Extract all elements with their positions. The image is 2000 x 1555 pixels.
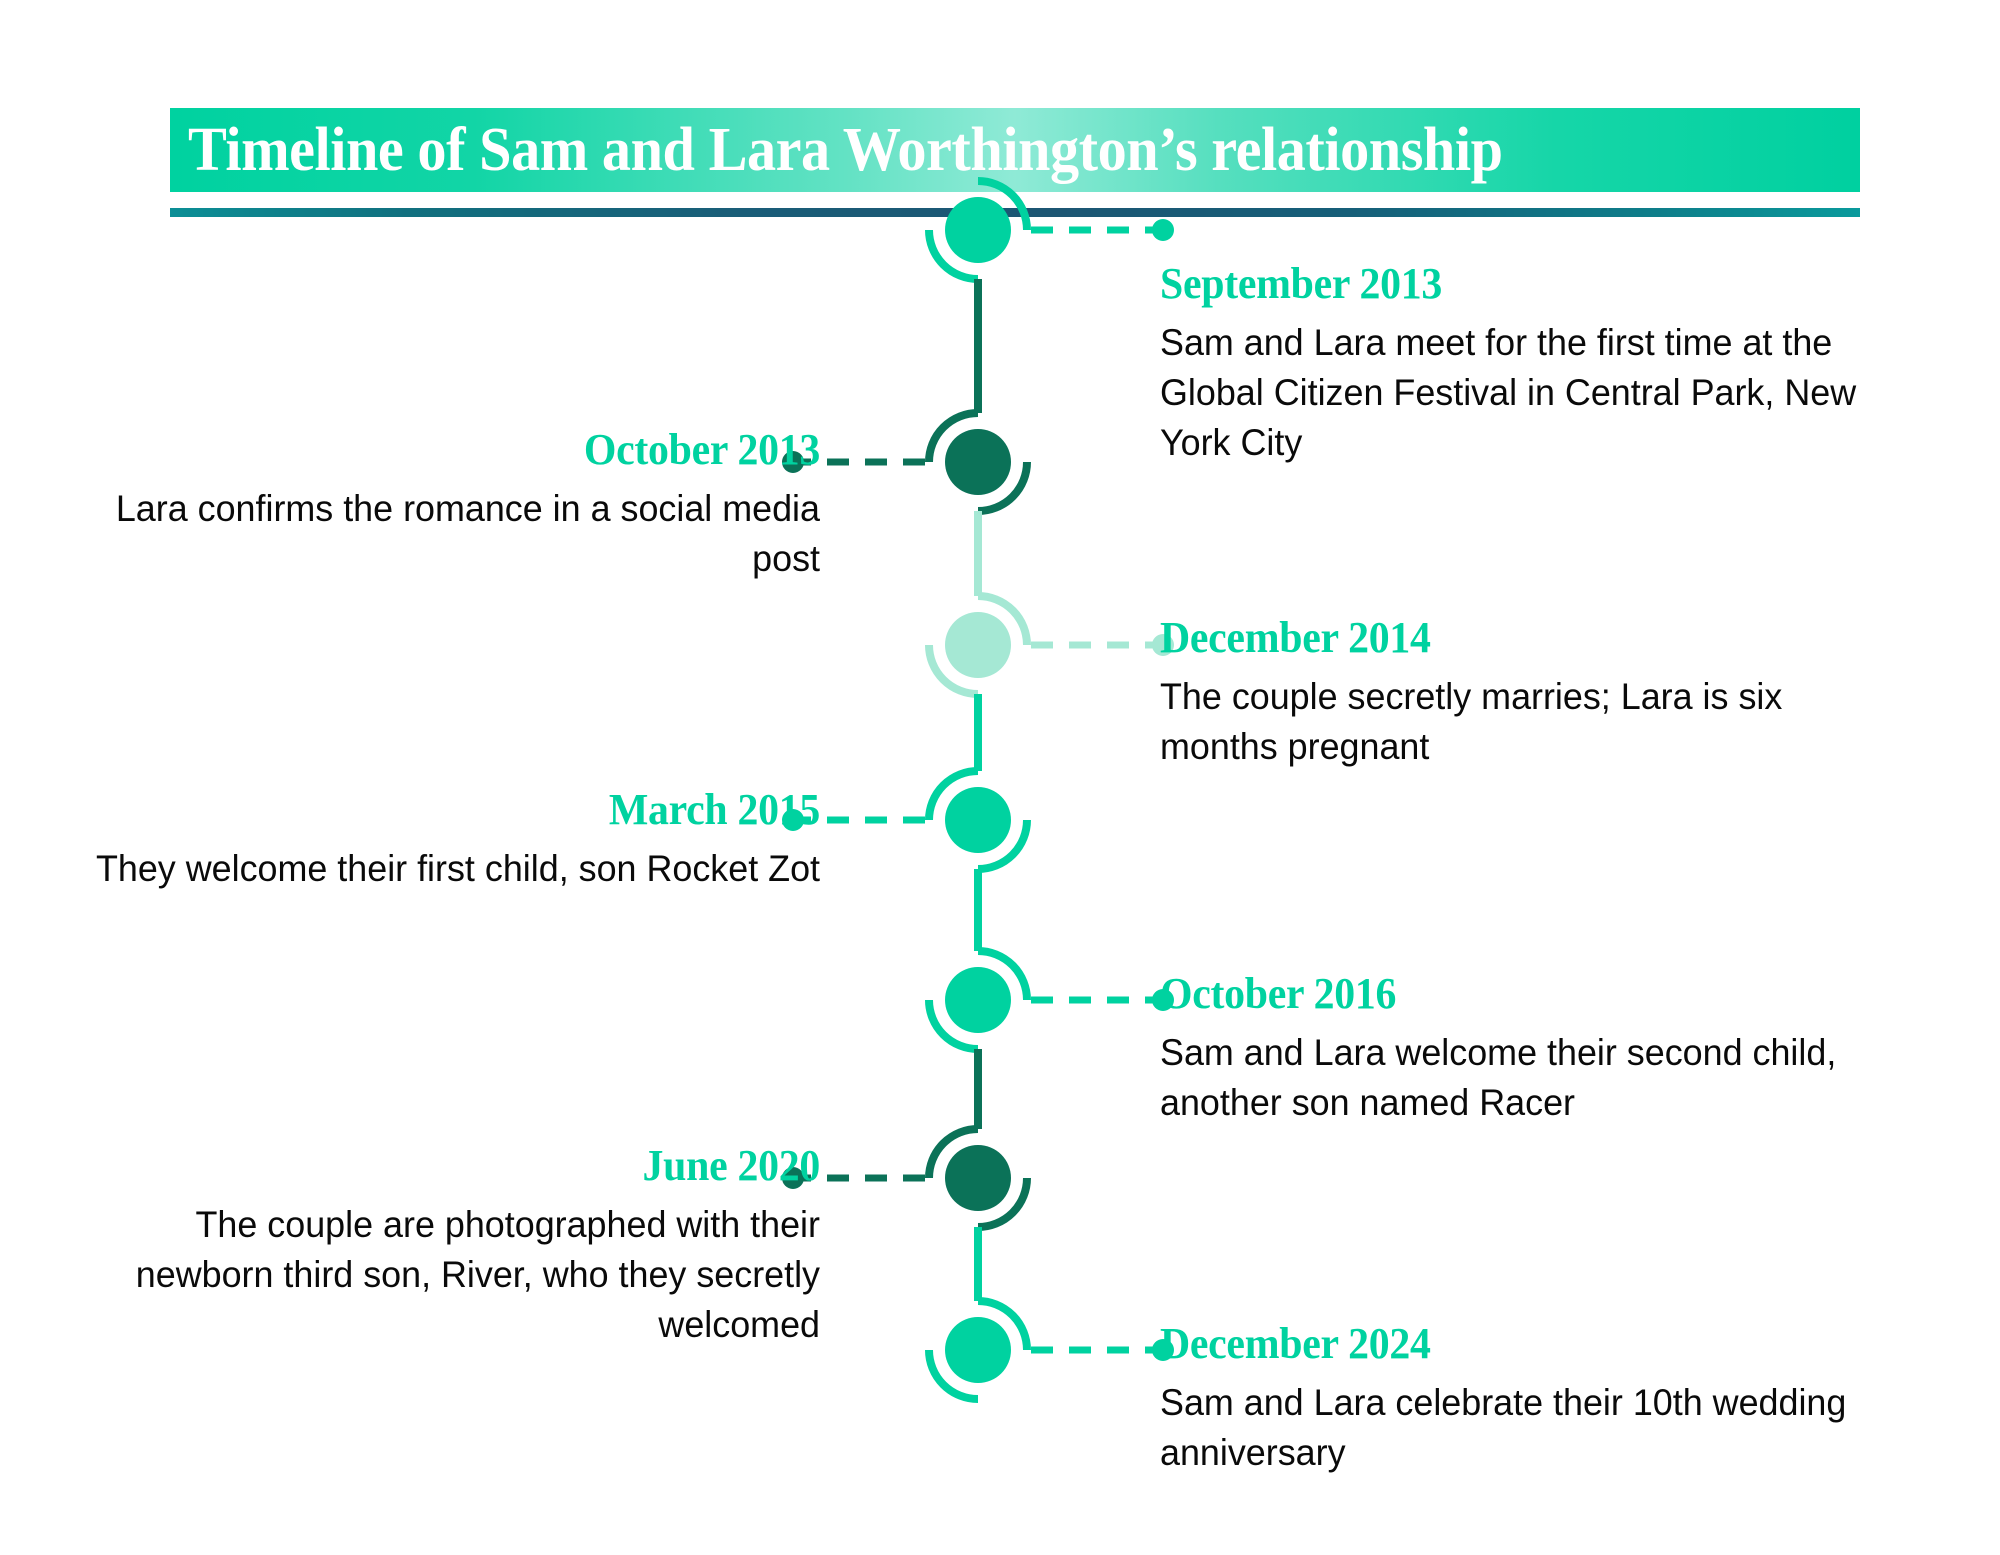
page-title: Timeline of Sam and Lara Worthington’s r… — [188, 116, 1503, 184]
entry-date-label: October 2016 — [1160, 969, 1397, 1018]
entry-body-text: Sam and Lara welcome their second child,… — [1160, 1032, 1837, 1123]
timeline-node-group-sept-2013 — [925, 177, 1174, 283]
timeline-node-dot-oct-2016[interactable] — [945, 967, 1011, 1033]
entry-body-text: The couple are photographed with their n… — [135, 1204, 821, 1345]
entry-date-label: December 2014 — [1160, 613, 1431, 662]
timeline-node-arc-upper — [925, 1125, 979, 1179]
entry-date-label: October 2013 — [583, 425, 820, 474]
timeline-node-dot-oct-2013[interactable] — [945, 429, 1011, 495]
title-underline-rule — [170, 208, 1860, 217]
entry-date-label: September 2013 — [1160, 259, 1443, 308]
entry-body-text: Sam and Lara celebrate their 10th weddin… — [1160, 1382, 1847, 1473]
timeline-node-arc-upper — [977, 1297, 1031, 1351]
timeline-connector-endpoint — [1152, 219, 1174, 241]
timeline-node-arc-lower — [977, 461, 1031, 515]
title-banner: Timeline of Sam and Lara Worthington’s r… — [170, 108, 1860, 192]
timeline-node-dot-march-2015[interactable] — [945, 787, 1011, 853]
entry-date-label: March 2015 — [608, 785, 820, 834]
entry-body-text: They welcome their first child, son Rock… — [95, 848, 820, 889]
timeline-node-group-dec-2014 — [925, 511, 1174, 698]
entry-date-label: December 2024 — [1160, 1319, 1431, 1368]
timeline-node-dot-dec-2014[interactable] — [945, 612, 1011, 678]
timeline-node-dot-dec-2024[interactable] — [945, 1317, 1011, 1383]
timeline-node-group-dec-2024 — [925, 1227, 1174, 1461]
timeline-node-arc-lower — [925, 1349, 979, 1403]
entry-body-text: Sam and Lara meet for the first time at … — [1160, 322, 1857, 463]
entry-date-label: June 2020 — [642, 1141, 821, 1190]
timeline-node-arc-lower — [977, 819, 1031, 873]
timeline-node-arc-upper — [977, 592, 1031, 646]
timeline-node-arc-upper — [977, 947, 1031, 1001]
timeline-node-dot-june-2020[interactable] — [945, 1145, 1011, 1211]
timeline-node-dot-sept-2013[interactable] — [945, 197, 1011, 263]
entry-body-text: Lara confirms the romance in a social me… — [115, 488, 821, 579]
timeline-node-group-oct-2016 — [925, 869, 1174, 1053]
timeline-node-arc-lower — [977, 1177, 1031, 1231]
entry-body-text: The couple secretly marries; Lara is six… — [1160, 676, 1783, 767]
timeline-node-arc-lower — [925, 644, 979, 698]
timeline-node-arc-upper — [925, 409, 979, 463]
timeline-node-arc-lower — [925, 999, 979, 1053]
timeline-node-arc-upper — [925, 767, 979, 821]
timeline-node-arc-lower — [925, 229, 979, 283]
